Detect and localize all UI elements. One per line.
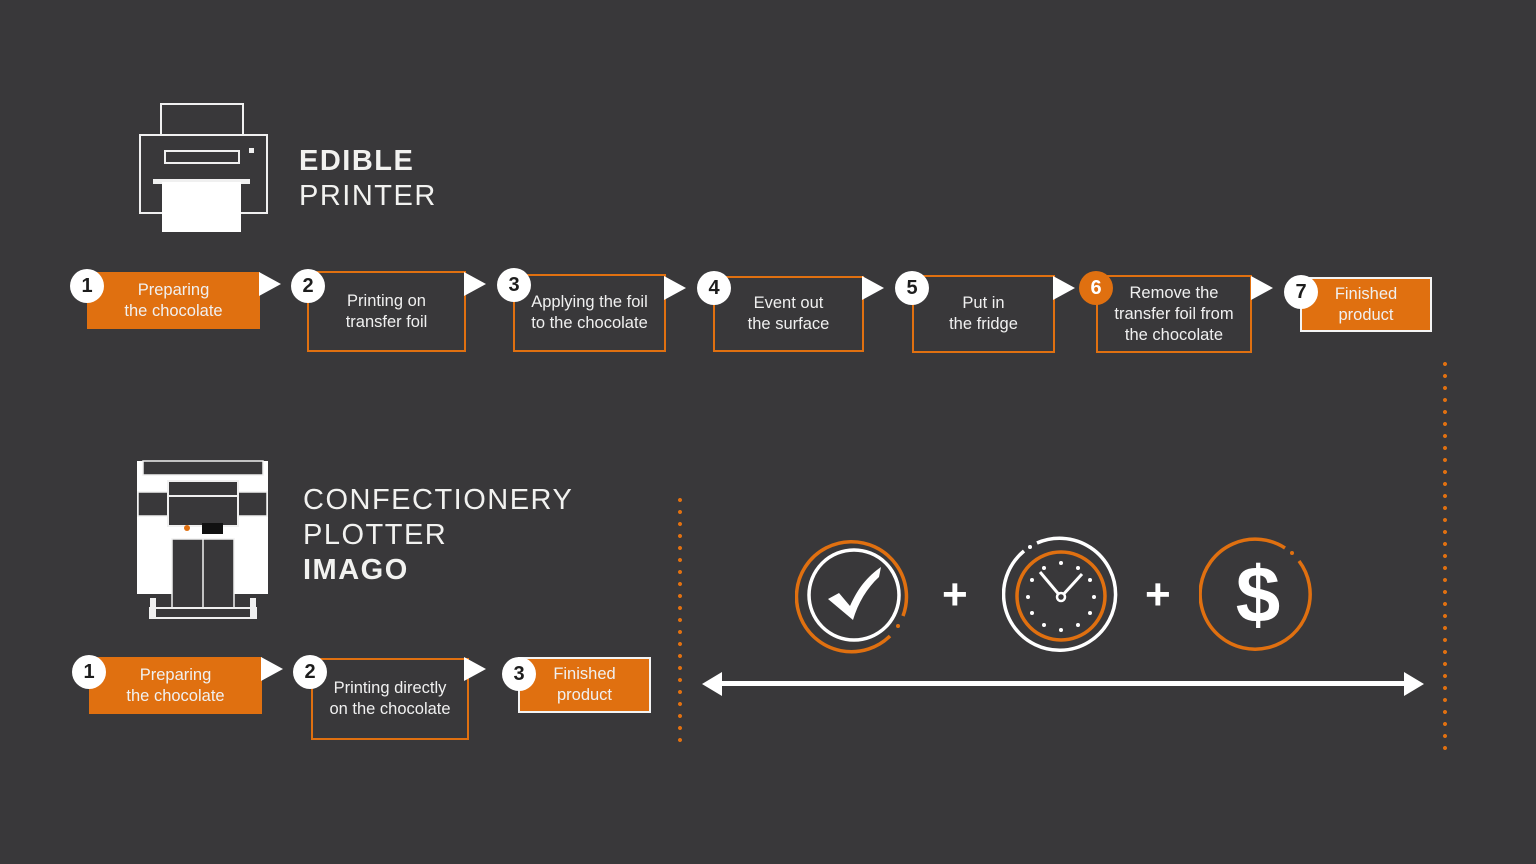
step-number-badge: 3 [502, 657, 536, 691]
title-bold: IMAGO [303, 554, 409, 586]
step-label-line: Event out [753, 294, 824, 312]
step-number-badge: 2 [291, 269, 325, 303]
step-label-line: the chocolate [124, 301, 223, 320]
arrow-right-icon [1251, 276, 1273, 300]
plotter-step-1: Preparing the chocolate [89, 657, 262, 714]
step-label-line: the chocolate [126, 686, 225, 705]
title-bold: EDIBLE [299, 145, 415, 177]
step-label-line: Printing directly [333, 679, 447, 697]
plus-icon: + [1145, 570, 1171, 619]
arrow-right-icon [1053, 276, 1075, 300]
step-number-badge: 2 [293, 655, 327, 689]
arrow-right-icon [464, 272, 486, 296]
step-label-line: the fridge [949, 315, 1018, 333]
step-label-line: Preparing [137, 280, 210, 299]
arrow-right-icon [261, 657, 283, 681]
quality-check-icon [794, 536, 913, 654]
arrow-right-icon [862, 276, 884, 300]
edible-step-2: Printing on transfer foil [307, 271, 466, 352]
step-number-badge: 3 [497, 268, 531, 302]
double-arrow-icon [700, 670, 1426, 698]
step-label-line: Preparing [139, 665, 212, 684]
arrow-right-icon [259, 272, 281, 296]
edible-step-4: Event out the surface [713, 276, 864, 352]
edible-printer-title: EDIBLE PRINTER [299, 144, 437, 214]
step-label-line: transfer foil from [1114, 304, 1234, 323]
printer-icon [138, 102, 270, 234]
svg-text:$: $ [1236, 550, 1281, 639]
step-label-line: product [556, 686, 613, 704]
cost-dollar-icon: $ [1198, 536, 1317, 654]
step-label-line: on the chocolate [329, 700, 451, 718]
edible-step-1: Preparing the chocolate [87, 272, 260, 329]
plotter-step-2: Printing directly on the chocolate [311, 658, 469, 740]
plus-icon: + [942, 570, 968, 619]
step-label-line: Finished [553, 665, 616, 683]
arrow-right-icon [664, 276, 686, 300]
step-label-line: Finished [1334, 284, 1398, 303]
edible-step-6: Remove the transfer foil from the chocolat… [1096, 275, 1252, 353]
dotted-divider-left [678, 494, 682, 746]
step-label-line: Put in [962, 294, 1005, 312]
dotted-divider-right [1443, 358, 1447, 752]
time-clock-icon [1001, 536, 1120, 656]
step-label-line: to the chocolate [531, 314, 648, 332]
step-label-line: Applying the foil [531, 293, 648, 311]
step-number-badge: 6 [1079, 271, 1113, 305]
step-number-badge: 5 [895, 271, 929, 305]
edible-step-3: Applying the foil to the chocolate [513, 274, 666, 352]
edible-step-5: Put in the fridge [912, 275, 1055, 353]
arrow-right-icon [464, 657, 486, 681]
step-number-badge: 1 [70, 269, 104, 303]
title-line: CONFECTIONERY [303, 484, 574, 516]
step-label-line: transfer foil [345, 312, 428, 331]
step-label-line: the chocolate [1124, 325, 1224, 344]
title-line: PLOTTER [303, 519, 448, 551]
step-label-line: Remove the [1129, 283, 1219, 302]
plotter-title: CONFECTIONERY PLOTTER IMAGO [303, 483, 573, 588]
step-number-badge: 7 [1284, 275, 1318, 309]
plotter-step-3: Finished product [518, 657, 651, 713]
step-label-line: product [1338, 305, 1394, 324]
edible-step-7: Finished product [1300, 277, 1432, 332]
step-number-badge: 4 [697, 271, 731, 305]
plotter-icon [136, 460, 270, 620]
step-number-badge: 1 [72, 655, 106, 689]
step-label-line: Printing on [347, 291, 426, 310]
step-label-line: the surface [747, 315, 830, 333]
title-regular: PRINTER [299, 180, 437, 212]
